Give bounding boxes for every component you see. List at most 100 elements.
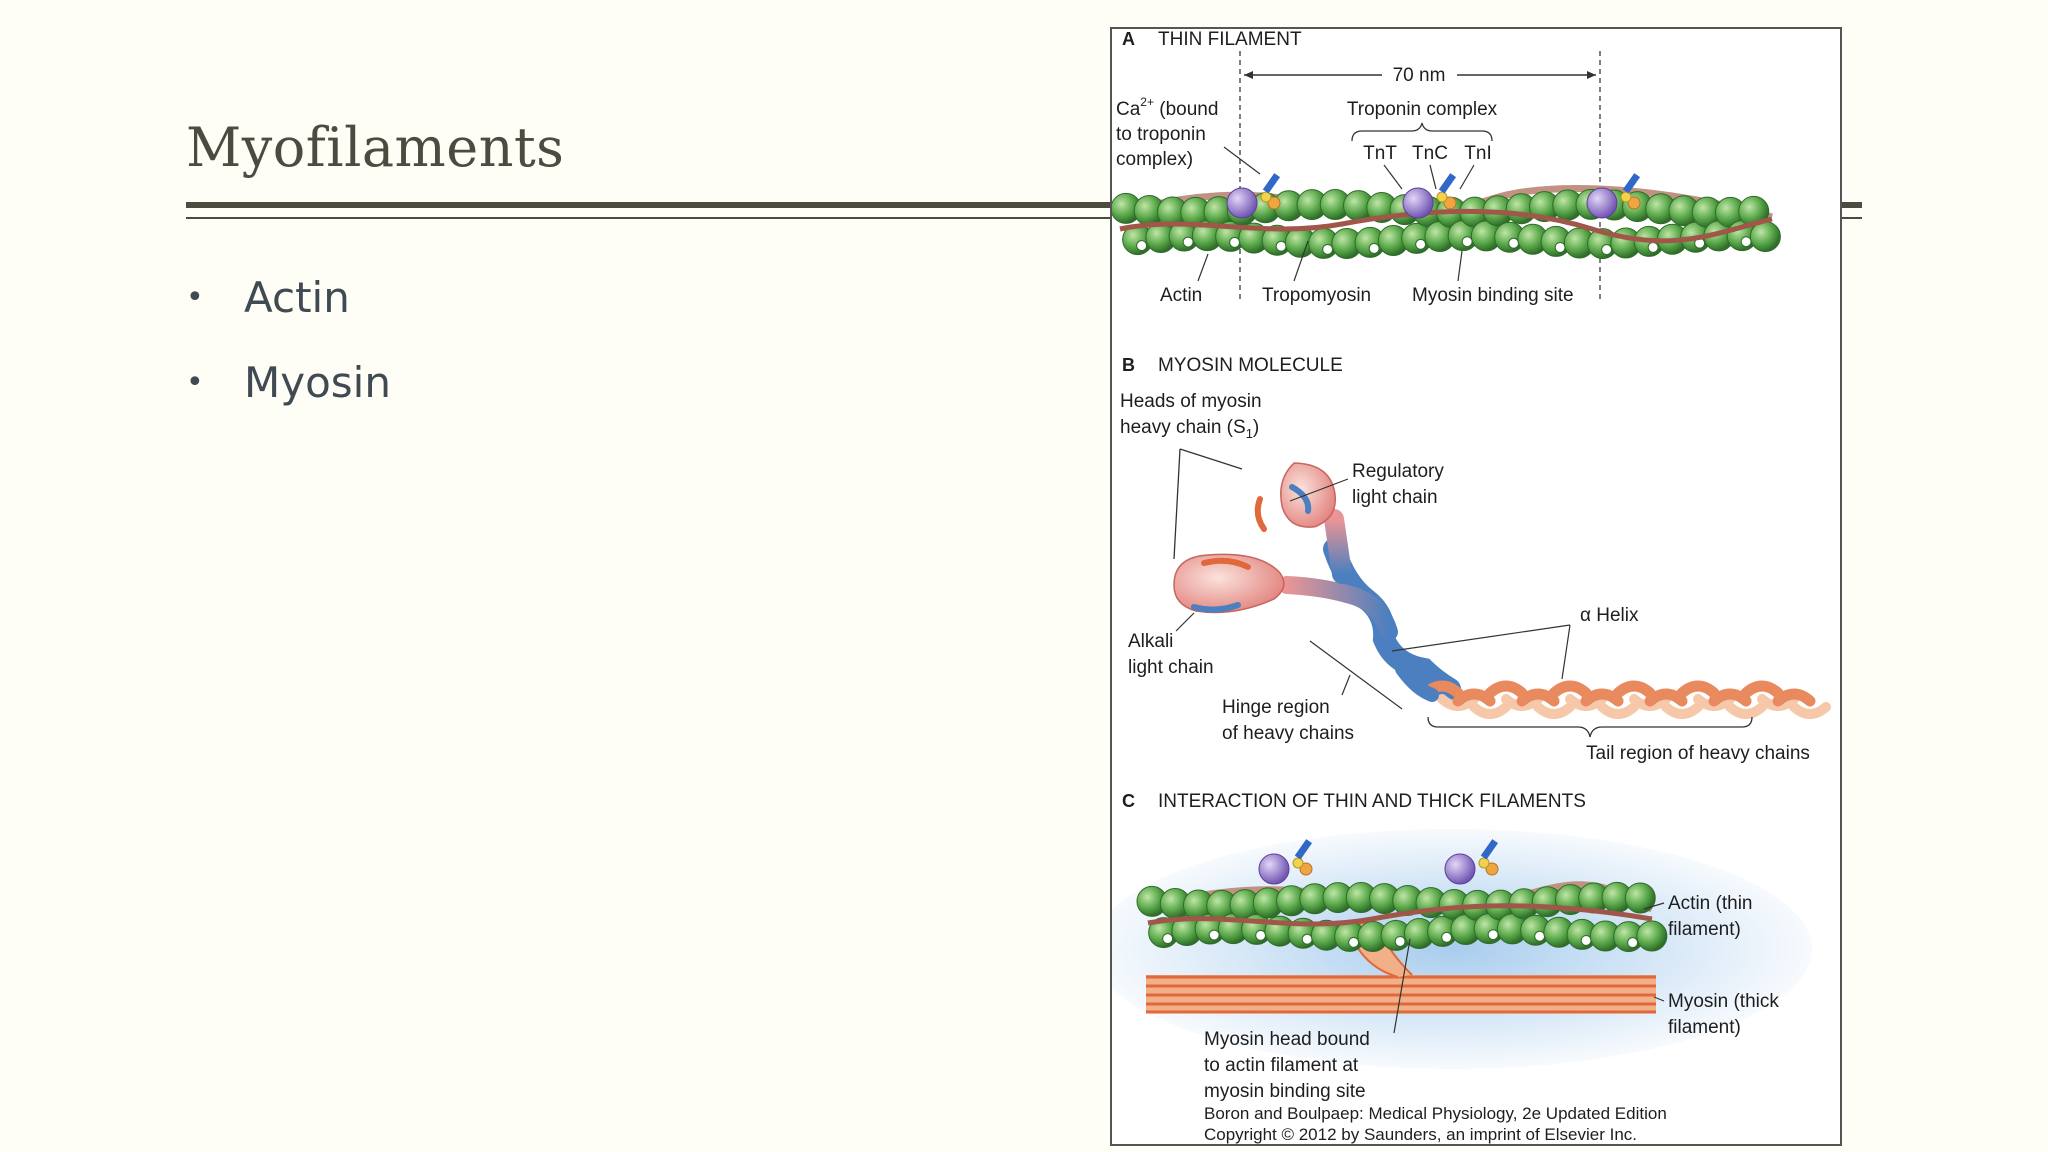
coiled-coil-segment — [1676, 680, 1720, 699]
coiled-coil-segment — [1644, 688, 1688, 707]
tnt-subunit — [1485, 862, 1499, 876]
calcium-marker-icon — [1438, 173, 1457, 194]
binding-site-dot — [1229, 236, 1241, 248]
bullet-text-actin: Actin — [244, 273, 350, 322]
troponin-complex — [1402, 187, 1434, 219]
ca-label-line3: complex) — [1116, 149, 1193, 170]
myofilament-figure: A THIN FILAMENT 70 nm Ca2+ (bound to tro… — [1110, 27, 1842, 1146]
bound-head-leader-line — [1393, 938, 1411, 1034]
tnt-subunit — [1627, 196, 1641, 210]
bullet-item: • Myosin — [186, 353, 391, 438]
tropomyosin-strand — [1147, 903, 1653, 927]
tnc-label: TnC — [1412, 143, 1448, 164]
troponin-bracket — [1351, 122, 1493, 142]
thick-filament-label-line1: Myosin (thick — [1668, 991, 1779, 1012]
coiled-coil-segment — [1548, 680, 1592, 699]
heads-label-line2: heavy chain (S1) — [1120, 417, 1259, 441]
binding-site-dot — [1627, 937, 1639, 949]
tnt-leader-line — [1383, 164, 1403, 190]
binding-site-dot — [1208, 929, 1220, 941]
binding-site-dot — [1487, 929, 1499, 941]
coiled-coil-segment — [1740, 680, 1784, 699]
panel-b-letter: B — [1122, 355, 1135, 375]
bound-head-label-line3: myosin binding site — [1204, 1081, 1366, 1102]
coiled-coil-segment — [1452, 688, 1496, 707]
binding-site-dot — [1394, 935, 1406, 947]
tnc-leader-line — [1429, 164, 1437, 190]
coiled-coil-segment — [1612, 680, 1656, 699]
ca-leader-line — [1223, 146, 1261, 175]
bullet-dot-icon: • — [186, 365, 204, 400]
tropomyosin-label: Tropomyosin — [1262, 285, 1371, 306]
bound-head-label-line1: Myosin head bound — [1204, 1029, 1370, 1050]
tropomyosin-strand — [1119, 209, 1773, 244]
myosin-head-upper — [1280, 462, 1337, 528]
binding-site-dot — [1647, 241, 1659, 253]
regulatory-light-chain-orange — [1254, 496, 1267, 532]
binding-site-dot — [1301, 933, 1313, 945]
binding-site-dot — [1554, 241, 1566, 253]
bullet-item: • Actin — [186, 268, 391, 353]
hinge-segment — [1395, 662, 1439, 702]
coiled-coil-segment — [1789, 702, 1831, 719]
bullet-text-myosin: Myosin — [244, 358, 391, 407]
thin-filament-a — [1112, 173, 1781, 260]
slide-title: Myofilaments — [186, 116, 565, 179]
calcium-marker-icon — [1262, 173, 1281, 194]
alkali-label-line2: light chain — [1128, 657, 1214, 678]
calcium-marker-icon — [1622, 173, 1641, 194]
binding-site-dot — [1182, 236, 1194, 248]
coiled-coil-segment — [1580, 688, 1624, 707]
alpha-helix-leader-lines — [1391, 624, 1571, 680]
coiled-coil-segment — [1708, 688, 1752, 707]
binding-site-dot — [1601, 244, 1613, 256]
binding-site-dot — [1508, 237, 1520, 249]
ca-symbol: Ca — [1116, 99, 1141, 120]
binding-site-dot — [1580, 934, 1592, 946]
calcium-marker-icon — [1294, 839, 1313, 860]
hinge-label-line1: Hinge region — [1222, 697, 1330, 718]
title-rule-thin — [186, 217, 1862, 219]
binding-site-dot — [1740, 236, 1752, 248]
binding-site-dot — [1441, 931, 1453, 943]
alkali-label-line1: Alkali — [1128, 631, 1173, 652]
regulatory-light-chain-blue — [1289, 484, 1312, 514]
troponin-complex — [1226, 187, 1258, 219]
coiled-coil-segment — [1725, 702, 1767, 719]
myosin-head-lower — [1173, 553, 1285, 614]
tnt-label: TnT — [1363, 143, 1397, 164]
panel-a-title: THIN FILAMENT — [1158, 29, 1302, 50]
coiled-coil-segment — [1516, 688, 1560, 707]
hinge-bracket — [1309, 640, 1403, 710]
tni-label: TnI — [1464, 143, 1491, 164]
binding-site-dot — [1136, 240, 1148, 252]
thick-filament-label-line2: filament) — [1668, 1017, 1741, 1038]
bullet-dot-icon: • — [186, 280, 204, 315]
coiled-coil-segment — [1469, 702, 1511, 719]
heads-label-close: ) — [1253, 417, 1259, 438]
figure-svg: A THIN FILAMENT 70 nm Ca2+ (bound to tro… — [1112, 29, 1831, 1144]
tnt-subunit — [1299, 862, 1313, 876]
coiled-coil-segment — [1772, 688, 1816, 707]
tail-label: Tail region of heavy chains — [1586, 743, 1810, 764]
panel-a-letter: A — [1122, 29, 1135, 49]
credit-line1: Boron and Boulpaep: Medical Physiology, … — [1204, 1104, 1667, 1123]
troponin-complex — [1586, 187, 1618, 219]
thin-filament-label-line1: Actin (thin — [1668, 893, 1752, 914]
ca-label-line2: to troponin — [1116, 124, 1206, 145]
troponin-complex — [1258, 853, 1290, 885]
measure-arrow-left-icon — [1244, 71, 1253, 79]
tnc-subunit — [1260, 191, 1272, 203]
troponin-complex-label: Troponin complex — [1347, 99, 1498, 120]
measure-label: 70 nm — [1393, 65, 1446, 86]
thin-filament-c — [1136, 839, 1668, 953]
binding-site-dot — [1461, 236, 1473, 248]
alkali-light-chain-blue — [1191, 602, 1241, 613]
myosin-binding-site-label: Myosin binding site — [1412, 285, 1574, 306]
alkali-leader-line — [1175, 612, 1195, 632]
heads-leader-lines — [1173, 448, 1243, 560]
credit-line2: Copyright © 2012 by Saunders, an imprint… — [1204, 1125, 1637, 1144]
hinge-leader-line — [1341, 674, 1351, 696]
heads-label-line1: Heads of myosin — [1120, 391, 1262, 412]
myosin-molecule — [1173, 462, 1831, 719]
